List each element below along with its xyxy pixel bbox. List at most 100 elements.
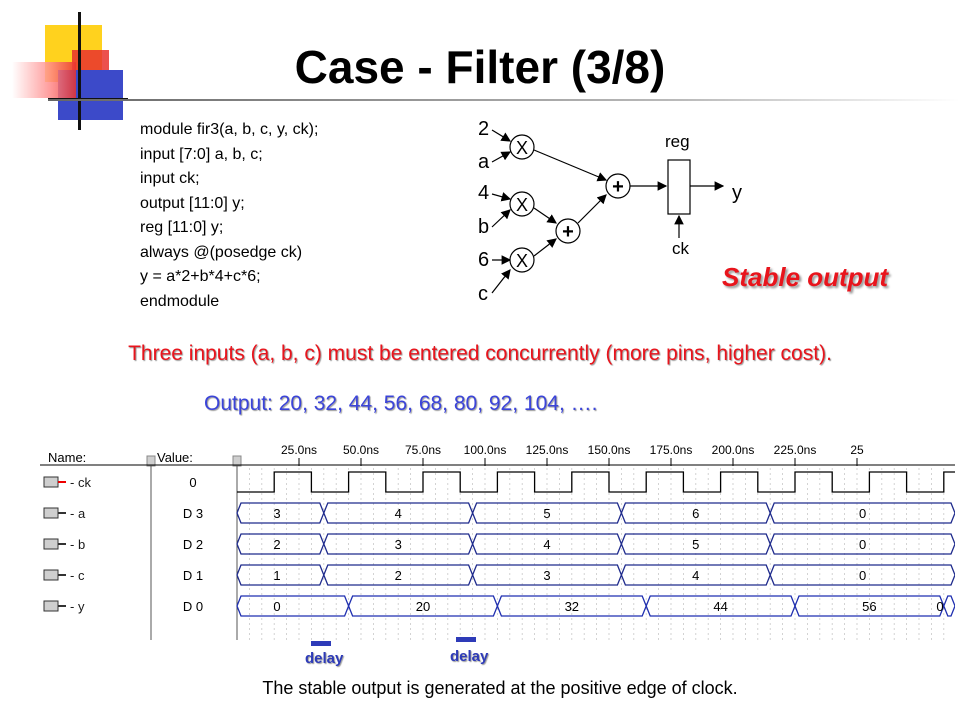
bus-segment-label: 2 bbox=[273, 537, 280, 552]
bus-segment-label: 4 bbox=[543, 537, 550, 552]
time-tick-label: 25.0ns bbox=[281, 443, 317, 457]
signal-name: - a bbox=[70, 506, 86, 521]
bus-segment-label: 4 bbox=[395, 506, 402, 521]
header-bar bbox=[40, 428, 955, 466]
time-tick-label: 75.0ns bbox=[405, 443, 441, 457]
bus-segment-label: 3 bbox=[543, 568, 550, 583]
signal-name: - c bbox=[70, 568, 85, 583]
coef-label-6: 6 bbox=[478, 249, 489, 271]
time-tick-label: 125.0ns bbox=[526, 443, 569, 457]
header-value: Value: bbox=[157, 450, 193, 465]
time-tick-label: 175.0ns bbox=[650, 443, 693, 457]
adder-symbol: + bbox=[612, 176, 624, 198]
wire bbox=[491, 129, 512, 142]
bus-segment bbox=[471, 533, 623, 555]
bus-segment-label: 4 bbox=[692, 568, 699, 583]
bus-segment-label: 20 bbox=[416, 599, 430, 614]
bus-segment bbox=[794, 595, 945, 617]
bus-segment bbox=[645, 595, 796, 617]
code-line: endmodule bbox=[140, 292, 220, 310]
pin-icon bbox=[43, 569, 59, 581]
output-sequence-note: Output: 20, 32, 44, 56, 68, 80, 92, 104,… bbox=[204, 392, 598, 415]
wire bbox=[533, 149, 608, 182]
inputs-note: Three inputs (a, b, c) must be entered c… bbox=[128, 342, 832, 365]
wire bbox=[491, 269, 511, 294]
adder-node bbox=[555, 218, 581, 244]
signal-value: D 1 bbox=[183, 568, 203, 583]
bus-segment bbox=[769, 564, 955, 586]
wire bbox=[533, 238, 557, 257]
coef-label-4: 4 bbox=[478, 182, 489, 204]
wire bbox=[577, 194, 607, 224]
bus-segment bbox=[471, 564, 623, 586]
bus-segment-label: 3 bbox=[273, 506, 280, 521]
bus-segment bbox=[620, 502, 771, 524]
bus-segment bbox=[323, 502, 474, 524]
bus-segment-label: 1 bbox=[273, 568, 280, 583]
signal-row-c: - c D 1 1 2 3 4 0 bbox=[43, 564, 955, 586]
input-label-b: b bbox=[478, 216, 489, 238]
bus-segment bbox=[943, 595, 955, 617]
time-tick-label: 100.0ns bbox=[464, 443, 507, 457]
multiplier-node bbox=[509, 247, 535, 273]
multiplier-symbol: X bbox=[516, 138, 528, 158]
bus-segment bbox=[236, 595, 350, 617]
wire bbox=[491, 151, 512, 163]
bus-segment-label: 5 bbox=[692, 537, 699, 552]
delay-label: delay bbox=[450, 648, 489, 665]
bus-segment bbox=[496, 595, 647, 617]
bus-segment bbox=[620, 533, 771, 555]
caption: The stable output is generated at the po… bbox=[262, 678, 738, 698]
bus-segment-label: 32 bbox=[565, 599, 579, 614]
bus-segment-label: 0 bbox=[859, 537, 866, 552]
code-line: y = a*2+b*4+c*6; bbox=[140, 268, 261, 285]
bus-segment bbox=[769, 533, 955, 555]
time-tick-label: 25 bbox=[850, 443, 864, 457]
stable-output-label: Stable output bbox=[722, 262, 889, 292]
coef-label-2: 2 bbox=[478, 118, 489, 140]
bus-segment-label: 0 bbox=[859, 506, 866, 521]
slide-title: Case - Filter (3/8) bbox=[294, 41, 666, 93]
signal-value: D 2 bbox=[183, 537, 203, 552]
bus-segment bbox=[236, 564, 325, 586]
signal-name: - ck bbox=[70, 475, 91, 490]
pin-icon bbox=[43, 600, 59, 612]
pin-icon bbox=[43, 507, 59, 519]
bus-segment bbox=[236, 502, 325, 524]
code-line: output [11:0] y; bbox=[140, 194, 245, 212]
clock-waveform bbox=[237, 471, 955, 493]
multiplier-node bbox=[509, 134, 535, 160]
clock-label: ck bbox=[672, 239, 690, 258]
signal-name: - b bbox=[70, 537, 85, 552]
bus-segment-label: 6 bbox=[692, 506, 699, 521]
signal-row-ck: - ck 0 bbox=[43, 471, 955, 493]
input-label-a: a bbox=[478, 151, 490, 173]
delay-marker bbox=[311, 641, 331, 646]
signal-value: 0 bbox=[189, 475, 196, 490]
time-tick-label: 200.0ns bbox=[712, 443, 755, 457]
bus-segment-label: 56 bbox=[862, 599, 876, 614]
wire bbox=[491, 209, 511, 228]
code-line: reg [11:0] y; bbox=[140, 219, 224, 236]
bus-segment-label: 0 bbox=[936, 599, 943, 614]
wire bbox=[491, 192, 512, 202]
multiplier-node bbox=[509, 191, 535, 217]
bus-segment bbox=[769, 502, 955, 524]
header-name: Name: bbox=[48, 450, 86, 465]
code-line: module fir3(a, b, c, y, ck); bbox=[140, 121, 319, 138]
bus-segment-label: 0 bbox=[859, 568, 866, 583]
signal-name: - y bbox=[70, 599, 85, 614]
filter-circuit-diagram: 2 a 4 b 6 c X X X + + reg y ck bbox=[478, 118, 742, 305]
bus-segment-label: 2 bbox=[395, 568, 402, 583]
bus-segment bbox=[471, 502, 623, 524]
code-line: input [7:0] a, b, c; bbox=[140, 145, 263, 163]
bus-segment bbox=[323, 564, 474, 586]
bus-segment bbox=[236, 533, 325, 555]
time-tick-label: 150.0ns bbox=[588, 443, 631, 457]
reg-label: reg bbox=[665, 132, 690, 151]
pin-icon bbox=[43, 476, 59, 488]
code-line: always @(posedge ck) bbox=[140, 243, 303, 261]
